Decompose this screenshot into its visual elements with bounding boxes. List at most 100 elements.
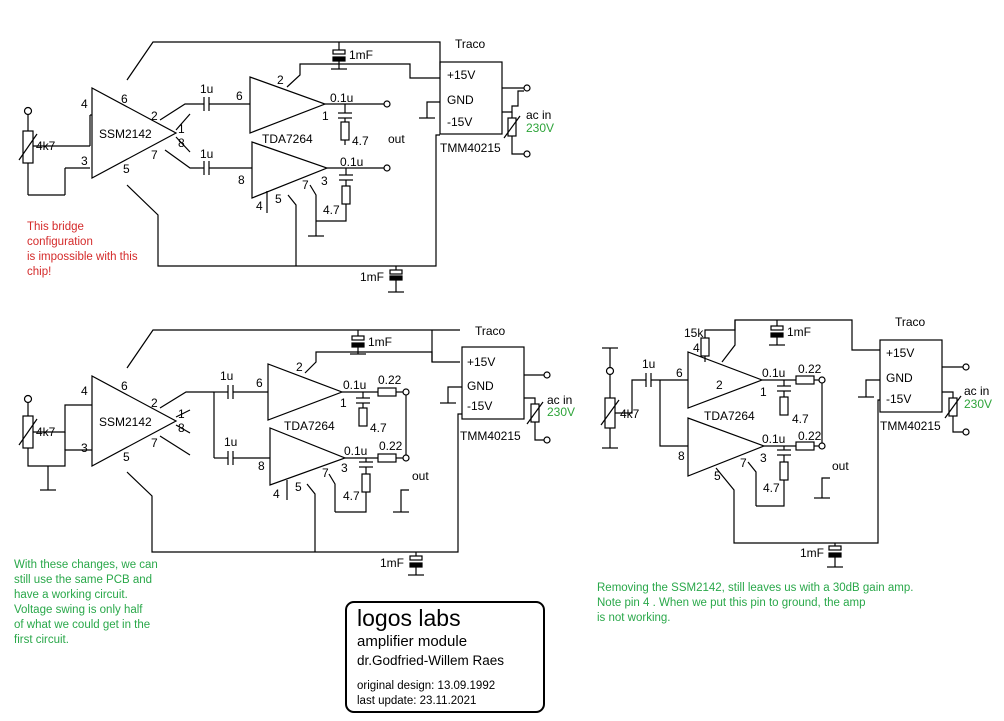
cap-label: 1u <box>220 369 233 383</box>
pin-label: 8 <box>258 459 265 473</box>
pin-label: 1 <box>340 396 347 410</box>
cap-label: 1u <box>200 147 213 161</box>
removing-ssm-note: Removing the SSM2142, still leaves us wi… <box>597 582 914 624</box>
circuit-1: 4k7 SSM2142 4 3 6 5 2 1 8 7 1u 1u TDA726… <box>18 37 554 293</box>
cap-label: 0.1u <box>343 378 366 392</box>
res-label: 0.22 <box>798 429 822 443</box>
cap-label: 1mF <box>787 325 811 339</box>
tda7264-amp-upper <box>267 363 344 421</box>
out-label: out <box>412 469 429 483</box>
pin-label: 6 <box>256 376 263 390</box>
tda7264-label: TDA7264 <box>284 419 335 433</box>
pin-label: 3 <box>81 154 88 168</box>
res-label: 0.22 <box>379 439 403 453</box>
pin-label: 1 <box>760 385 767 399</box>
pin-label: 3 <box>341 461 348 475</box>
out-label: out <box>388 132 405 146</box>
res-label: 0.22 <box>798 362 822 376</box>
last-update-date: last update: 23.11.2021 <box>357 695 477 707</box>
tda7264-amp-lower <box>251 141 329 199</box>
pin-label: 5 <box>295 480 302 494</box>
mains-label: 230V <box>547 405 575 419</box>
res-label: 4.7 <box>792 412 809 426</box>
cap-label: 1mF <box>368 335 392 349</box>
pin-label: 3 <box>81 441 88 455</box>
tda7264-label: TDA7264 <box>704 409 755 423</box>
psu-neg: -15V <box>467 399 492 413</box>
res-label: 4.7 <box>352 134 369 148</box>
pin-label: 8 <box>678 449 685 463</box>
pin-label: 4 <box>81 384 88 398</box>
bridge-warning-note: This bridge configuration is impossible … <box>27 221 138 278</box>
circuit-2: 4k7 SSM2142 4 3 6 5 2 1 8 7 1u 1u TDA726… <box>18 324 575 576</box>
pin-label: 7 <box>322 466 329 480</box>
res-label: 4.7 <box>343 489 360 503</box>
cap-label: 0.1u <box>762 432 785 446</box>
cap-label: 0.1u <box>344 444 367 458</box>
psu-model: TMM40215 <box>440 141 501 155</box>
ssm2142-label: SSM2142 <box>99 415 152 429</box>
res-label: 4.7 <box>763 481 780 495</box>
pin-label: 2 <box>277 73 284 87</box>
mains-label: 230V <box>526 121 554 135</box>
ssm2142-label: SSM2142 <box>99 127 152 141</box>
pin-label: 2 <box>716 378 723 392</box>
original-design-date: original design: 13.09.1992 <box>357 680 496 692</box>
capacitor-1u <box>200 161 252 175</box>
res-label: 15k <box>684 326 704 340</box>
pin-label: 7 <box>740 456 747 470</box>
author-name: dr.Godfried-Willem Raes <box>357 653 505 668</box>
pot-label: 4k7 <box>36 139 56 153</box>
pot-label: 4k7 <box>36 425 56 439</box>
tda7264-amp-upper <box>687 351 764 409</box>
pin-label: 4 <box>693 341 700 355</box>
pin-label: 3 <box>321 174 328 188</box>
company-name: logos labs <box>357 605 461 631</box>
psu-model: TMM40215 <box>460 429 521 443</box>
pin-label: 8 <box>238 173 245 187</box>
psu-pos: +15V <box>467 355 495 369</box>
ssm2142-symbol <box>91 86 178 180</box>
psu-brand: Traco <box>895 315 926 329</box>
psu-pos: +15V <box>447 68 475 82</box>
pin-label: 4 <box>81 97 88 111</box>
tda7264-label: TDA7264 <box>262 132 313 146</box>
cap-label: 1mF <box>360 270 384 284</box>
traco-psu <box>440 346 551 444</box>
pin-label: 5 <box>123 162 130 176</box>
psu-gnd: GND <box>886 371 913 385</box>
potentiometer-4k7 <box>18 106 92 196</box>
res-label: 4.7 <box>323 203 340 217</box>
cap-label: 0.1u <box>762 366 785 380</box>
psu-model: TMM40215 <box>880 419 941 433</box>
pin-label: 2 <box>296 360 303 374</box>
cap-label: 1mF <box>800 546 824 560</box>
changes-note: With these changes, we can still use the… <box>14 559 158 646</box>
pin-label: 7 <box>151 436 158 450</box>
pin-label: 7 <box>151 148 158 162</box>
res-label: 4.7 <box>370 421 387 435</box>
ac-in-label: ac in <box>964 384 989 398</box>
traco-psu <box>858 339 970 436</box>
pin-label: 7 <box>302 178 309 192</box>
module-name: amplifier module <box>357 633 468 650</box>
pin-label: 3 <box>760 451 767 465</box>
pot-label: 4k7 <box>620 407 640 421</box>
tda7264-amp-upper <box>249 76 327 134</box>
pin-label: 1 <box>322 109 329 123</box>
ac-in-label: ac in <box>526 108 551 122</box>
circuit-3: 4k7 1u TDA7264 6 2 4 1 8 3 7 5 15k 1mF <box>600 315 992 568</box>
out-label: out <box>832 459 849 473</box>
pin-label: 2 <box>151 396 158 410</box>
pin-label: 6 <box>676 366 683 380</box>
psu-neg: -15V <box>447 115 472 129</box>
ssm2142-symbol <box>91 374 178 468</box>
pin-label: 1 <box>178 122 185 136</box>
pin-label: 4 <box>256 199 263 213</box>
tda7264-amp-lower <box>687 417 766 477</box>
traco-psu <box>419 61 531 158</box>
pin-label: 2 <box>151 109 158 123</box>
psu-gnd: GND <box>447 93 474 107</box>
res-label: 0.22 <box>378 373 402 387</box>
